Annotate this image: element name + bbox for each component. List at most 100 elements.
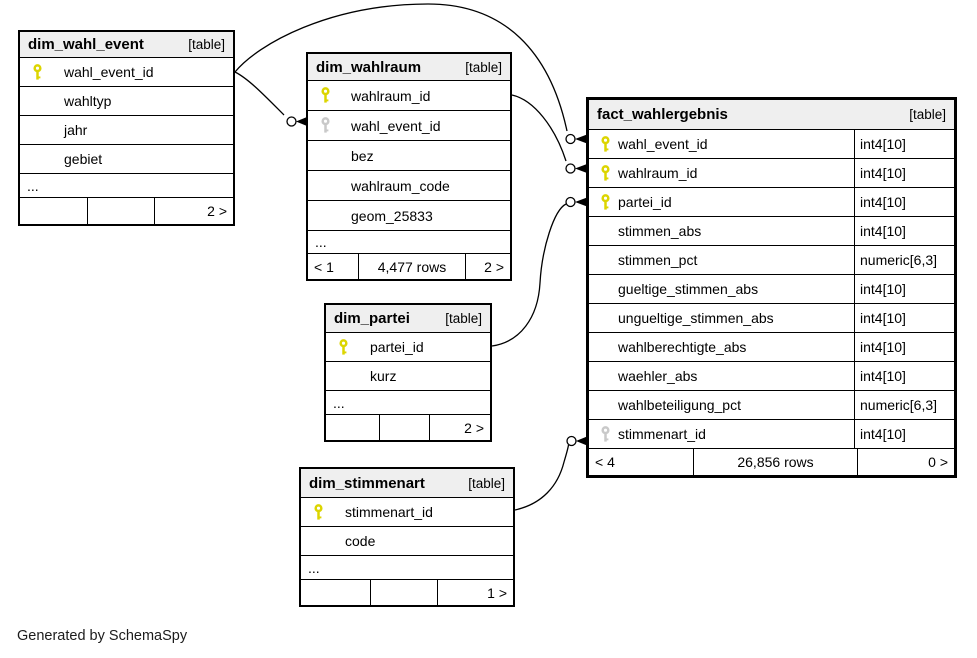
table-type-badge: [table] — [468, 475, 505, 491]
table-header-dim_wahl_event[interactable]: dim_wahl_event[table] — [20, 32, 233, 58]
column-type: int4[10] — [854, 304, 954, 332]
column-row-jahr: jahr — [20, 116, 233, 145]
relationship-arrow-wahlraum-fact — [575, 164, 587, 173]
primary-key-icon — [321, 87, 330, 103]
column-row-stimmen_pct: stimmen_pct numeric[6,3] — [589, 246, 954, 275]
table-type-badge: [table] — [909, 107, 946, 122]
column-name: stimmenart_id — [618, 426, 706, 442]
key-cell — [32, 63, 64, 81]
table-type-badge: [table] — [188, 37, 225, 52]
table-type-badge: [table] — [465, 59, 502, 75]
relationship-odot-wahlraum-fact — [565, 163, 576, 174]
primary-key-icon — [601, 135, 610, 152]
footer-children-cell: 0 > — [857, 449, 954, 475]
table-footer: 1 > — [301, 580, 513, 605]
more-columns-ellipsis: ... — [326, 391, 490, 415]
key-cell — [320, 87, 351, 104]
column-name: partei_id — [618, 194, 672, 210]
table-footer: 2 > — [326, 415, 490, 440]
primary-key-icon — [314, 503, 323, 520]
table-name: dim_wahlraum — [316, 58, 422, 76]
column-type: int4[10] — [854, 420, 954, 448]
primary-key-icon — [33, 63, 42, 80]
column-name: wahl_event_id — [351, 117, 441, 134]
column-name: code — [345, 533, 376, 549]
column-type: numeric[6,3] — [854, 246, 954, 274]
more-columns-ellipsis: ... — [301, 556, 513, 580]
column-type: int4[10] — [854, 362, 954, 390]
primary-key-icon — [339, 338, 348, 355]
column-name: gebiet — [64, 151, 103, 167]
key-cell — [600, 425, 618, 443]
column-row-wahltyp: wahltyp — [20, 87, 233, 116]
column-name: wahlbeteiligung_pct — [618, 397, 741, 413]
credit-text: Generated by SchemaSpy — [17, 628, 188, 644]
column-name: wahl_event_id — [618, 136, 708, 152]
foreign-key-icon — [601, 425, 610, 442]
table-footer: 2 > — [20, 198, 233, 224]
footer-parents-cell — [326, 415, 379, 440]
key-cell — [338, 338, 370, 356]
relationship-line-wahlraum-to-fact — [511, 94, 567, 162]
footer-children-cell: 1 > — [437, 580, 513, 605]
column-type: int4[10] — [854, 217, 954, 245]
column-name: waehler_abs — [618, 368, 698, 384]
column-name: geom_25833 — [351, 207, 433, 224]
footer-rowcount-cell — [379, 415, 429, 440]
column-row-partei_id: partei_id int4[10] — [589, 188, 954, 217]
more-columns-ellipsis: ... — [308, 231, 510, 254]
table-header-dim_stimmenart[interactable]: dim_stimmenart[table] — [301, 469, 513, 498]
relationship-line-wahl-event-to-fact — [234, 3, 568, 132]
footer-children-cell: 2 > — [154, 198, 233, 224]
column-row-gebiet: gebiet — [20, 145, 233, 174]
column-type: int4[10] — [854, 188, 954, 216]
column-type: int4[10] — [854, 275, 954, 303]
column-row-partei_id: partei_id — [326, 333, 490, 362]
relationship-odot-partei-fact — [565, 196, 576, 208]
relationship-line-wahl-event-to-wahlraum — [234, 71, 285, 116]
table-name: fact_wahlergebnis — [597, 106, 728, 123]
key-cell — [313, 503, 345, 521]
column-row-waehler_abs: waehler_abs int4[10] — [589, 362, 954, 391]
table-header-dim_wahlraum[interactable]: dim_wahlraum [table] — [308, 54, 510, 81]
column-row-wahl_event_id: wahl_event_id — [20, 58, 233, 87]
more-columns-ellipsis: ... — [20, 174, 233, 198]
table-name: dim_partei — [334, 310, 410, 327]
relationship-odot-wahl-event-wahlraum — [286, 116, 297, 127]
table-header-dim_partei[interactable]: dim_partei[table] — [326, 305, 490, 333]
footer-parents-cell: < 4 — [595, 454, 615, 470]
column-row-ungueltige_stimmen_abs: ungueltige_stimmen_abs int4[10] — [589, 304, 954, 333]
relationship-arrow-partei-fact — [575, 197, 587, 207]
column-name: jahr — [64, 122, 88, 138]
relationship-arrow-stimmenart-fact — [576, 436, 587, 446]
column-name: ungueltige_stimmen_abs — [618, 310, 774, 326]
key-cell — [320, 117, 351, 134]
column-name: stimmen_pct — [618, 252, 698, 268]
table-header-fact_wahlergebnis[interactable]: fact_wahlergebnis [table] — [589, 100, 954, 130]
footer-rowcount-cell — [370, 580, 437, 605]
column-row-kurz: kurz — [326, 362, 490, 391]
column-type: int4[10] — [854, 159, 954, 187]
column-row-geom_25833: geom_25833 — [308, 201, 510, 231]
column-row-bez: bez — [308, 141, 510, 171]
primary-key-icon — [601, 164, 610, 181]
column-name: kurz — [370, 368, 397, 384]
column-row-stimmenart_id: stimmenart_id — [301, 498, 513, 527]
column-name: stimmen_abs — [618, 223, 702, 239]
column-name: partei_id — [370, 339, 424, 355]
column-row-wahl_event_id: wahl_event_id — [308, 111, 510, 141]
footer-rowcount-cell: 4,477 rows — [358, 254, 465, 279]
column-name: wahlraum_code — [351, 177, 450, 194]
relationship-odot-wahl-event-fact — [565, 133, 576, 145]
